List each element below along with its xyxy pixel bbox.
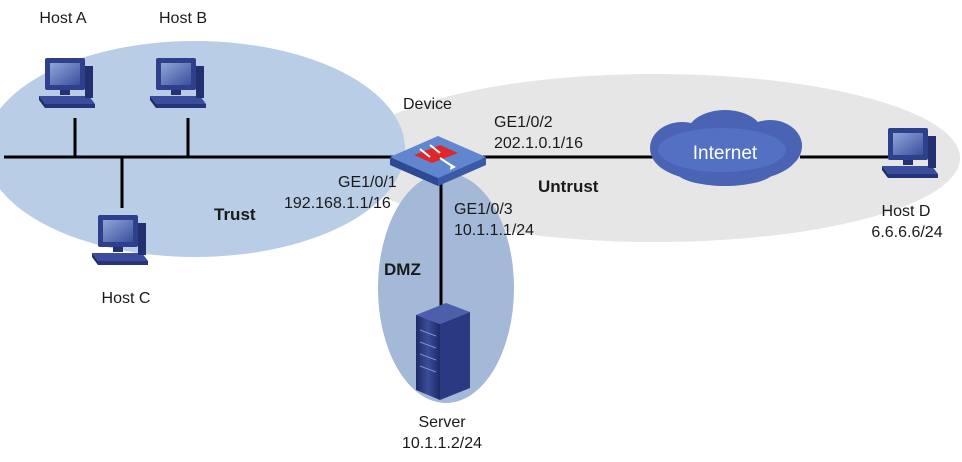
trust-zone-label: Trust xyxy=(214,205,256,224)
host-b-label: Host B xyxy=(158,10,208,27)
host-c-label: Host C xyxy=(101,290,151,307)
host-d-ip: 6.6.6.6/24 xyxy=(871,224,943,241)
ge1-0-1-ip: 192.168.1.1/16 xyxy=(284,195,391,212)
ge1-0-3-ip: 10.1.1.1/24 xyxy=(454,222,535,239)
ge1-0-1-iface: GE1/0/1 xyxy=(338,174,397,191)
dmz-zone-label: DMZ xyxy=(384,260,421,279)
dmz-zone xyxy=(378,173,514,403)
server-icon xyxy=(416,303,470,400)
device-label: Device xyxy=(403,96,452,113)
firewall-device-icon xyxy=(390,136,486,186)
ge1-0-2-ip: 202.1.0.1/16 xyxy=(494,135,583,152)
trust-zone xyxy=(0,41,405,257)
untrust-zone-label: Untrust xyxy=(538,177,599,196)
ge1-0-3-iface: GE1/0/3 xyxy=(454,201,513,218)
host-a-label: Host A xyxy=(39,10,87,27)
server-ip: 10.1.1.2/24 xyxy=(401,435,483,452)
ge1-0-2-iface: GE1/0/2 xyxy=(494,114,553,131)
host-d-label: Host D xyxy=(881,203,931,220)
server-label: Server xyxy=(418,414,466,431)
internet-cloud xyxy=(650,110,802,186)
internet-label: Internet xyxy=(692,143,758,164)
